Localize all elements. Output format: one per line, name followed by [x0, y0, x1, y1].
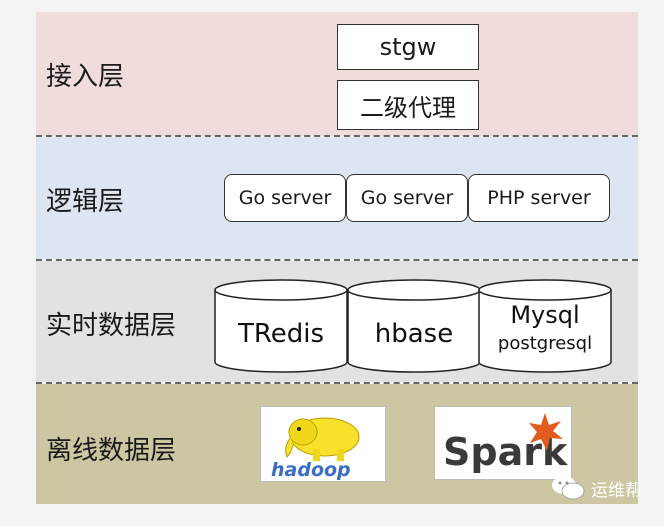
spark-star-icon: Spark: [443, 413, 568, 474]
layer-divider: [36, 135, 638, 137]
stgw-label: stgw: [379, 33, 437, 61]
go-server-box: Go server: [346, 174, 468, 222]
cylinder-shape: [478, 279, 612, 373]
hadoop-logo-text: hadoop: [271, 459, 351, 481]
spark-logo: Spark: [434, 406, 572, 480]
secondary-proxy-label: 二级代理: [360, 93, 456, 122]
tredis-label: TRedis: [237, 319, 325, 349]
go-server-label: Go server: [360, 187, 454, 209]
mysql-label: Mysql: [510, 301, 580, 329]
go-server-box: Go server: [224, 174, 346, 222]
watermark: 运维帮: [551, 474, 642, 502]
realtime-data-layer-label: 实时数据层: [46, 311, 177, 341]
layer-divider: [36, 382, 638, 384]
php-server-label: PHP server: [487, 187, 591, 209]
hbase-label: hbase: [374, 319, 454, 349]
layer-divider: [36, 259, 638, 261]
stgw-box: stgw: [337, 24, 479, 70]
offline-data-layer-label: 离线数据层: [46, 436, 177, 466]
go-server-label: Go server: [238, 187, 332, 209]
watermark-text: 运维帮: [591, 480, 642, 501]
postgresql-label: postgresql: [497, 333, 593, 354]
secondary-proxy-box: 二级代理: [337, 80, 479, 130]
tredis-cylinder: TRedis: [214, 279, 348, 373]
realtime-data-layer: 实时数据层 TRedis hbase Mysql postgresql: [36, 261, 638, 382]
cylinder-shape: [214, 279, 348, 373]
access-layer-label: 接入层: [46, 62, 125, 92]
wechat-icon: [552, 476, 585, 500]
hadoop-logo: hadoop: [260, 406, 386, 482]
logic-layer-label: 逻辑层: [46, 187, 125, 217]
hbase-cylinder: hbase: [347, 279, 481, 373]
offline-data-layer: 离线数据层 hadoop Spark: [36, 384, 638, 504]
access-layer: 接入层 stgw 二级代理: [36, 12, 638, 136]
hadoop-elephant-icon: hadoop: [271, 417, 360, 481]
mysql-cylinder: Mysql postgresql: [478, 279, 612, 373]
php-server-box: PHP server: [468, 174, 610, 222]
logic-layer: 逻辑层 Go server Go server PHP server: [36, 137, 638, 259]
architecture-diagram: 接入层 stgw 二级代理 逻辑层 Go server Go server PH…: [36, 12, 638, 504]
